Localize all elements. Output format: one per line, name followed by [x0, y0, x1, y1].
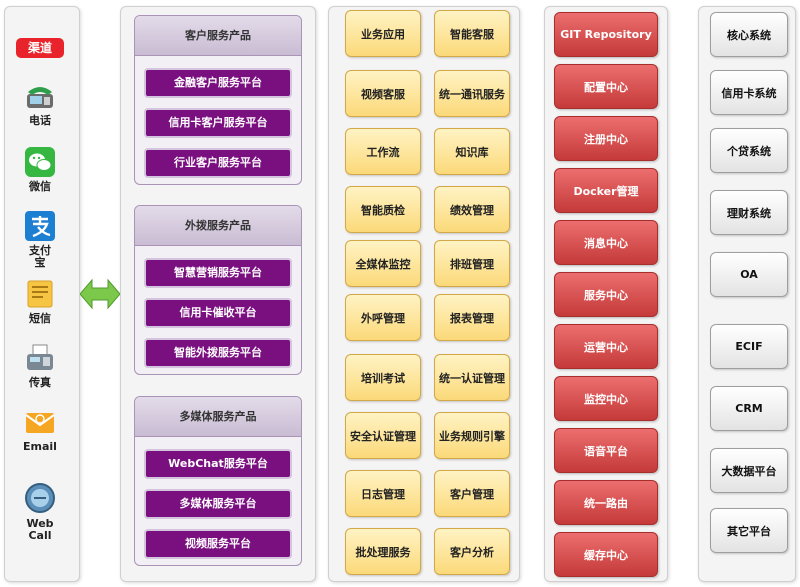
product-button[interactable]: WebChat服务平台 — [144, 449, 292, 479]
channel-label: 传真 — [29, 376, 51, 389]
service-button[interactable]: 消息中心 — [554, 220, 658, 265]
system-button[interactable]: ECIF — [710, 324, 788, 369]
product-button[interactable]: 信用卡催收平台 — [144, 298, 292, 328]
fax-icon — [27, 344, 53, 370]
system-button[interactable]: OA — [710, 252, 788, 297]
service-button[interactable]: 监控中心 — [554, 376, 658, 421]
service-button[interactable]: Docker管理 — [554, 168, 658, 213]
service-button[interactable]: 语音平台 — [554, 428, 658, 473]
product-button[interactable]: 视频服务平台 — [144, 529, 292, 559]
wechat-icon — [25, 147, 55, 177]
product-button[interactable]: 金融客户服务平台 — [144, 68, 292, 98]
module-button[interactable]: 日志管理 — [345, 470, 421, 517]
module-button[interactable]: 统一认证管理 — [434, 354, 510, 401]
module-button[interactable]: 客户分析 — [434, 528, 510, 575]
webcall-icon — [25, 483, 55, 513]
module-button[interactable]: 报表管理 — [434, 294, 510, 341]
product-group-title: 多媒体服务产品 — [135, 397, 301, 437]
channel-label: 电话 — [29, 114, 51, 127]
product-button[interactable]: 智能外拨服务平台 — [144, 338, 292, 368]
system-button[interactable]: 个贷系统 — [710, 128, 788, 173]
system-button[interactable]: 其它平台 — [710, 508, 788, 553]
module-button[interactable]: 统一通讯服务 — [434, 70, 510, 117]
product-group-title: 外拨服务产品 — [135, 206, 301, 246]
telephone-icon — [27, 87, 53, 108]
module-button[interactable]: 智能客服 — [434, 10, 510, 57]
service-button[interactable]: 统一路由 — [554, 480, 658, 525]
service-button[interactable]: GIT Repository — [554, 12, 658, 57]
sms-icon — [27, 280, 53, 308]
channel-label: WebCall — [26, 517, 54, 542]
email-icon — [25, 413, 55, 433]
channel-label: 短信 — [29, 312, 51, 325]
service-button[interactable]: 缓存中心 — [554, 532, 658, 577]
system-button[interactable]: CRM — [710, 386, 788, 431]
channel-label: Email — [23, 440, 57, 453]
channel-sms[interactable]: 短信 — [8, 278, 72, 325]
product-button[interactable]: 信用卡客户服务平台 — [144, 108, 292, 138]
module-button[interactable]: 外呼管理 — [345, 294, 421, 341]
module-button[interactable]: 绩效管理 — [434, 186, 510, 233]
alipay-icon — [25, 211, 55, 241]
product-button[interactable]: 行业客户服务平台 — [144, 148, 292, 178]
module-button[interactable]: 工作流 — [345, 128, 421, 175]
module-button[interactable]: 安全认证管理 — [345, 412, 421, 459]
module-button[interactable]: 客户管理 — [434, 470, 510, 517]
product-group-customer-service: 客户服务产品 金融客户服务平台 信用卡客户服务平台 行业客户服务平台 — [134, 15, 302, 185]
module-button[interactable]: 智能质检 — [345, 186, 421, 233]
module-button[interactable]: 培训考试 — [345, 354, 421, 401]
module-button[interactable]: 业务应用 — [345, 10, 421, 57]
service-button[interactable]: 注册中心 — [554, 116, 658, 161]
channel-email[interactable]: Email — [8, 406, 72, 453]
channel-title: 渠道 — [16, 38, 64, 58]
product-button[interactable]: 智慧营销服务平台 — [144, 258, 292, 288]
product-group-title: 客户服务产品 — [135, 16, 301, 56]
module-button[interactable]: 知识库 — [434, 128, 510, 175]
channel-webcall[interactable]: WebCall — [8, 482, 72, 542]
service-button[interactable]: 服务中心 — [554, 272, 658, 317]
system-button[interactable]: 信用卡系统 — [710, 70, 788, 115]
channel-wechat[interactable]: 微信 — [8, 146, 72, 193]
product-group-multimedia: 多媒体服务产品 WebChat服务平台 多媒体服务平台 视频服务平台 — [134, 396, 302, 566]
channel-fax[interactable]: 传真 — [8, 342, 72, 389]
channel-alipay[interactable]: 支付宝 — [8, 210, 72, 269]
system-button[interactable]: 大数据平台 — [710, 448, 788, 493]
module-button[interactable]: 批处理服务 — [345, 528, 421, 575]
system-button[interactable]: 理财系统 — [710, 190, 788, 235]
module-button[interactable]: 视频客服 — [345, 70, 421, 117]
channel-label: 支付宝 — [29, 244, 51, 269]
module-button[interactable]: 排班管理 — [434, 240, 510, 287]
channel-telephone[interactable]: 电话 — [8, 80, 72, 127]
product-group-outbound: 外拨服务产品 智慧营销服务平台 信用卡催收平台 智能外拨服务平台 — [134, 205, 302, 375]
product-button[interactable]: 多媒体服务平台 — [144, 489, 292, 519]
service-button[interactable]: 运营中心 — [554, 324, 658, 369]
channel-label: 微信 — [29, 180, 51, 193]
double-arrow-icon — [80, 278, 120, 310]
system-button[interactable]: 核心系统 — [710, 12, 788, 57]
service-button[interactable]: 配置中心 — [554, 64, 658, 109]
module-button[interactable]: 全媒体监控 — [345, 240, 421, 287]
module-button[interactable]: 业务规则引擎 — [434, 412, 510, 459]
